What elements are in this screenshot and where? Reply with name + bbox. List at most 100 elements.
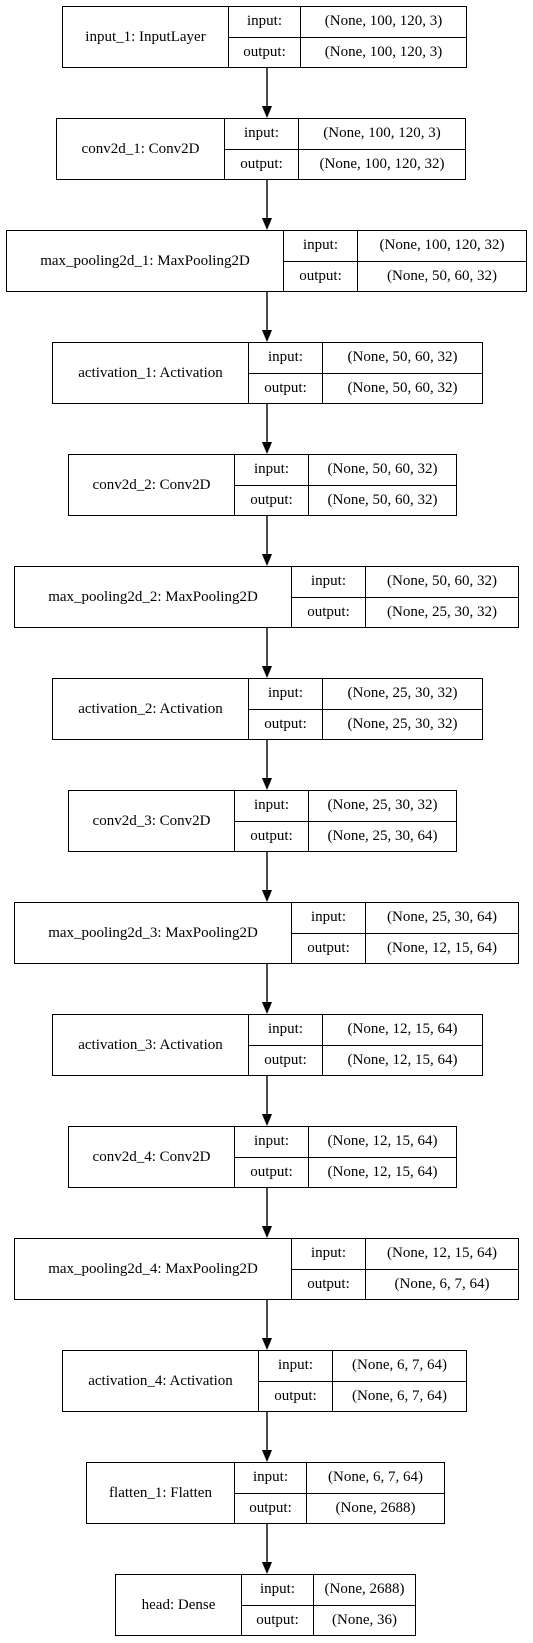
output-key: output: [299, 267, 342, 284]
output-shape: (None, 36) [332, 1611, 397, 1628]
arrowhead-icon [262, 554, 272, 566]
output-key: output: [264, 715, 307, 732]
output-shape: (None, 6, 7, 64) [394, 1275, 490, 1292]
output-key: output: [243, 43, 286, 60]
input-shape: (None, 2688) [314, 1575, 415, 1606]
edge-arrow [262, 628, 272, 678]
input-key: input: [242, 1575, 313, 1606]
input-key: input: [292, 903, 365, 934]
edge-arrow [262, 1524, 272, 1574]
output-key: output: [240, 155, 283, 172]
layer-name: activation_1: Activation [53, 343, 249, 403]
input-key: input: [284, 231, 357, 262]
input-shape: (None, 50, 60, 32) [309, 455, 456, 486]
output-key: output: [250, 827, 293, 844]
output-key: output: [307, 603, 350, 620]
edge-arrow [262, 964, 272, 1014]
layer-name: activation_2: Activation [53, 679, 249, 739]
edge-arrow [262, 516, 272, 566]
layer-name: max_pooling2d_4: MaxPooling2D [15, 1239, 292, 1299]
layer-name: activation_4: Activation [63, 1351, 259, 1411]
layer-name: max_pooling2d_3: MaxPooling2D [15, 903, 292, 963]
input-key: input: [292, 1239, 365, 1270]
arrowhead-icon [262, 1562, 272, 1574]
input-shape: (None, 6, 7, 64) [307, 1463, 444, 1494]
arrowhead-icon [262, 1002, 272, 1014]
layer-name: conv2d_1: Conv2D [57, 119, 225, 179]
output-shape: (None, 2688) [335, 1499, 416, 1516]
input-shape: (None, 50, 60, 32) [323, 343, 482, 374]
output-shape: (None, 25, 30, 64) [327, 827, 438, 844]
output-shape: (None, 50, 60, 32) [347, 379, 458, 396]
layer-name: conv2d_2: Conv2D [69, 455, 235, 515]
input-key: input: [235, 1127, 308, 1158]
input-shape: (None, 25, 30, 32) [309, 791, 456, 822]
output-key: output: [250, 1163, 293, 1180]
layer-name: head: Dense [116, 1575, 242, 1635]
edge-arrow [262, 852, 272, 902]
input-key: input: [235, 455, 308, 486]
output-key: output: [264, 379, 307, 396]
edge-arrow [262, 1076, 272, 1126]
output-key: output: [250, 491, 293, 508]
arrowhead-icon [262, 106, 272, 118]
layer-name: flatten_1: Flatten [87, 1463, 235, 1523]
output-shape: (None, 12, 15, 64) [387, 939, 497, 956]
output-shape: (None, 50, 60, 32) [327, 491, 438, 508]
arrowhead-icon [262, 890, 272, 902]
input-shape: (None, 25, 30, 32) [323, 679, 482, 710]
input-shape: (None, 6, 7, 64) [333, 1351, 466, 1382]
layer-name: conv2d_3: Conv2D [69, 791, 235, 851]
input-key: input: [249, 343, 322, 374]
output-shape: (None, 100, 120, 32) [319, 155, 445, 172]
input-key: input: [292, 567, 365, 598]
input-key: input: [249, 679, 322, 710]
edge-arrow [262, 180, 272, 230]
output-key: output: [264, 1051, 307, 1068]
input-key: input: [225, 119, 298, 150]
input-key: input: [259, 1351, 332, 1382]
output-shape: (None, 25, 30, 32) [347, 715, 458, 732]
arrowhead-icon [262, 218, 272, 230]
output-shape: (None, 100, 120, 3) [324, 43, 443, 60]
input-key: input: [229, 7, 300, 38]
edge-arrow [262, 292, 272, 342]
edge-arrow [262, 1300, 272, 1350]
input-key: input: [235, 1463, 306, 1494]
arrowhead-icon [262, 1114, 272, 1126]
arrowhead-icon [262, 1450, 272, 1462]
edge-arrow [262, 404, 272, 454]
arrowhead-icon [262, 1338, 272, 1350]
input-shape: (None, 100, 120, 3) [299, 119, 465, 150]
edge-arrow [262, 740, 272, 790]
input-key: input: [249, 1015, 322, 1046]
layer-name: conv2d_4: Conv2D [69, 1127, 235, 1187]
layer-name: activation_3: Activation [53, 1015, 249, 1075]
layer-name: max_pooling2d_1: MaxPooling2D [7, 231, 284, 291]
edge-arrow [262, 68, 272, 118]
input-shape: (None, 12, 15, 64) [309, 1127, 456, 1158]
output-shape: (None, 6, 7, 64) [352, 1387, 447, 1404]
arrowhead-icon [262, 442, 272, 454]
output-shape: (None, 50, 60, 32) [387, 267, 497, 284]
output-key: output: [249, 1499, 292, 1516]
layer-name: max_pooling2d_2: MaxPooling2D [15, 567, 292, 627]
input-shape: (None, 100, 120, 32) [358, 231, 526, 262]
